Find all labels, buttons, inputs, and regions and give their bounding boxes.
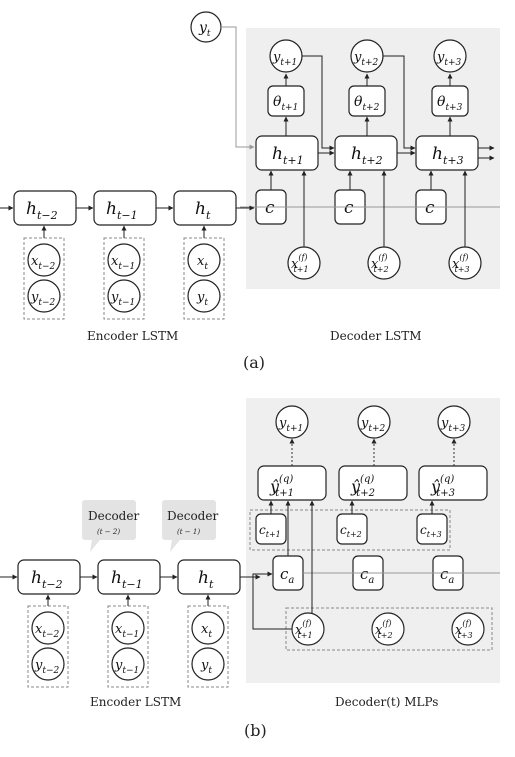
encoder-nodes-b: ht−2 ht−1 ht	[17, 559, 241, 595]
svg-text:ca: ca	[360, 565, 374, 586]
decoder-y-outputs-b: yt+1 yt+2 yt+3	[275, 405, 471, 439]
theta-node: θt+1	[267, 85, 305, 117]
context-horizon-node: ct+1	[255, 513, 287, 545]
encoder-h-node: ht	[177, 559, 241, 595]
encoder-caption-b: Encoder LSTM	[90, 695, 181, 709]
y-out-node: yt+1	[269, 39, 303, 73]
decoder-caption-b: Decoder(t) MLPs	[335, 695, 438, 709]
svg-text:c: c	[344, 198, 354, 218]
decoder-h-node: ht+3	[415, 135, 479, 171]
x-input-node: xt	[191, 611, 225, 645]
svg-text:ca: ca	[440, 565, 454, 586]
encoder-nodes-a: ht−2 ht−1 ht	[13, 190, 237, 226]
svg-text:c: c	[425, 198, 435, 218]
context-horizon-nodes: ct+1 ct+2 ct+3	[255, 513, 448, 545]
theta-node: θt+2	[348, 85, 386, 117]
encoder-h-node: ht−2	[13, 190, 77, 226]
context-horizon-node: ct+3	[416, 513, 448, 545]
yhat-node: ŷ(q)t+1	[257, 465, 327, 501]
yhat-nodes: ŷ(q)t+1 ŷ(q)t+2 ŷ(q)t+3	[257, 465, 488, 501]
panel-label-b: (b)	[244, 721, 267, 740]
encoder-h-node: ht−1	[93, 190, 157, 226]
x-input-node: xt−1	[111, 611, 145, 645]
xf-node: x(f)t+1	[287, 246, 321, 280]
future-covariates-b: x(f)t+1 x(f)t+2 x(f)t+3	[291, 612, 485, 646]
y-input-node: yt−2	[27, 279, 61, 313]
xf-node: x(f)t+2	[367, 246, 401, 280]
xf-node: x(f)t+3	[448, 246, 482, 280]
yhat-node: ŷ(q)t+3	[418, 465, 488, 501]
y-input-node: yt−1	[107, 279, 141, 313]
panel-label-a: (a)	[243, 353, 265, 372]
x-input-node: xt−1	[107, 243, 141, 277]
decoder-h-node: ht+1	[255, 135, 319, 171]
encoder-inputs-a: xt−2 yt−2 xt−1 yt−1 xt yt	[23, 237, 225, 320]
yt-sub: t	[207, 29, 211, 39]
theta-node: θt+3	[431, 85, 469, 117]
y-out-node: yt+3	[433, 39, 467, 73]
panel-a: yt yt+1 yt+2 yt+3 θt+1 θt+2 θt+3	[0, 11, 500, 372]
svg-text:(t − 2): (t − 2)	[97, 528, 120, 536]
decoder-hidden-nodes: ht+1 ht+2 ht+3	[255, 135, 479, 171]
encoder-inputs-b: xt−2 yt−2 xt−1 yt−1 xt yt	[27, 605, 229, 688]
y-out-node: yt+2	[350, 39, 384, 73]
encoder-h-node: ht−1	[97, 559, 161, 595]
y-input-node: yt	[187, 279, 221, 313]
svg-text:Decoder: Decoder	[167, 509, 218, 523]
y-out-node: yt+2	[357, 405, 391, 439]
xf-node: x(f)t+3	[451, 612, 485, 646]
xf-node: x(f)t+1	[291, 612, 325, 646]
x-input-node: xt−2	[27, 243, 61, 277]
svg-text:ca: ca	[280, 565, 294, 586]
x-input-node: xt−2	[31, 611, 65, 645]
decoder-callout: Decoder (t − 2)	[82, 500, 139, 552]
decoder-caption-a: Decoder LSTM	[330, 329, 421, 343]
y-out-node: yt+1	[275, 405, 309, 439]
y-input-node: yt	[191, 647, 225, 681]
encoder-h-node: ht−2	[17, 559, 81, 595]
yhat-node: ŷ(q)t+2	[338, 465, 408, 501]
theta-nodes: θt+1 θt+2 θt+3	[267, 85, 469, 117]
svg-text:Decoder: Decoder	[88, 509, 139, 523]
svg-text:(t − 1): (t − 1)	[177, 528, 200, 536]
context-group-b	[249, 509, 451, 551]
context-horizon-node: ct+2	[336, 513, 368, 545]
encoder-h-node: ht	[173, 190, 237, 226]
svg-text:c: c	[265, 198, 275, 218]
decoder-h-node: ht+2	[334, 135, 398, 171]
decoder-callout: Decoder (t − 1)	[162, 500, 218, 552]
x-input-node: xt	[187, 243, 221, 277]
svg-text:xt: xt	[197, 254, 208, 272]
encoder-caption-a: Encoder LSTM	[87, 329, 178, 343]
svg-text:xt: xt	[201, 622, 212, 640]
y-out-node: yt+3	[437, 405, 471, 439]
y-input-node: yt−1	[111, 647, 145, 681]
yt-input-node: yt	[190, 11, 222, 43]
panel-b: yt+1 yt+2 yt+3 ŷ(q)t+1 ŷ(q)t+2 ŷ(q)t+3 c…	[0, 398, 500, 740]
decoder-y-outputs-a: yt+1 yt+2 yt+3	[269, 39, 467, 73]
y-input-node: yt−2	[31, 647, 65, 681]
context-shared-node: ca	[272, 555, 304, 591]
xf-node: x(f)t+2	[371, 612, 405, 646]
